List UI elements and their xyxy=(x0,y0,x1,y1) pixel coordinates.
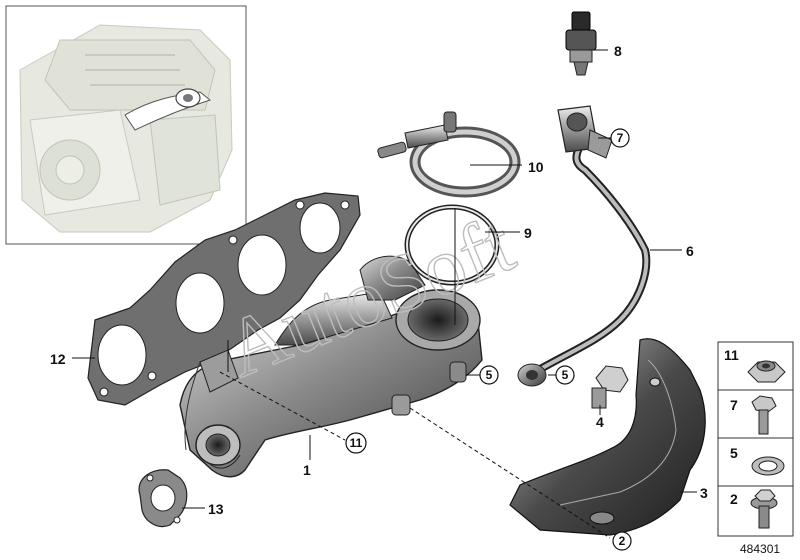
washer-icon xyxy=(751,456,785,476)
svg-text:5: 5 xyxy=(730,445,738,461)
callout-6: 6 xyxy=(686,243,694,259)
callout-13: 13 xyxy=(208,501,224,517)
engine-overview-illustration xyxy=(19,24,233,233)
circled-callouts: 7 5 5 11 2 xyxy=(345,128,632,551)
engine-overview-inset xyxy=(5,5,247,245)
circled-callout-5-right: 5 xyxy=(555,365,575,385)
callout-labels: 8 10 9 6 12 1 4 3 13 xyxy=(50,43,708,517)
callout-8: 8 xyxy=(614,43,622,59)
flange-bolt-icon xyxy=(750,489,778,529)
legend-row-11: 11 xyxy=(724,347,786,383)
callout-9: 9 xyxy=(524,225,532,241)
circled-callout-2: 2 xyxy=(612,531,632,551)
callout-10: 10 xyxy=(528,159,544,175)
pressure-pipe xyxy=(517,105,651,387)
legend-row-5: 5 xyxy=(730,445,785,476)
callout-3: 3 xyxy=(700,485,708,501)
turbo-gasket-ring xyxy=(404,204,500,286)
circled-callout-5-left: 5 xyxy=(479,365,499,385)
svg-text:5: 5 xyxy=(562,368,569,382)
heat-shield xyxy=(509,338,706,536)
bolt-icon xyxy=(751,395,777,435)
pressure-sensor xyxy=(565,11,597,76)
callout-1: 1 xyxy=(303,462,311,478)
highlighted-manifold xyxy=(124,88,212,131)
svg-text:2: 2 xyxy=(619,534,626,548)
svg-text:11: 11 xyxy=(724,347,739,363)
exhaust-manifold-gasket xyxy=(87,192,361,406)
hollow-bolt xyxy=(591,365,629,409)
legend-row-7: 7 xyxy=(730,395,777,435)
circled-callout-11: 11 xyxy=(345,432,367,454)
svg-text:7: 7 xyxy=(730,397,738,413)
leader-lines xyxy=(72,49,697,539)
nut-icon xyxy=(747,360,786,383)
callout-12: 12 xyxy=(50,351,66,367)
legend-row-2: 2 xyxy=(730,489,778,529)
svg-text:5: 5 xyxy=(486,368,493,382)
svg-text:7: 7 xyxy=(617,131,624,145)
fastener-legend: 11 7 5 2 xyxy=(717,341,794,537)
v-band-clamp xyxy=(377,111,521,198)
svg-text:2: 2 xyxy=(730,491,738,507)
callout-4: 4 xyxy=(596,414,604,430)
svg-text:11: 11 xyxy=(350,436,363,450)
diagram-reference-number: 484301 xyxy=(740,542,780,556)
circled-callout-7: 7 xyxy=(610,128,630,148)
flange-gasket xyxy=(138,469,188,528)
